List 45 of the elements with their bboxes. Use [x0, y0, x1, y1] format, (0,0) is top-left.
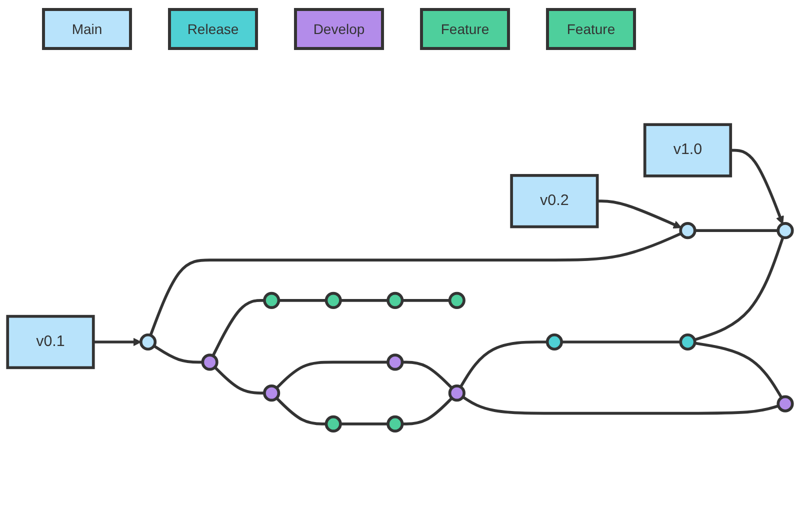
node-circle: [546, 334, 563, 351]
node-circle: [386, 292, 404, 310]
connector: [694, 237, 784, 342]
legend-swatch: Feature: [420, 8, 510, 50]
arrow: [730, 148, 784, 224]
node-circle: [263, 292, 280, 310]
node-circle: [201, 354, 218, 371]
node-box: v0.2: [510, 174, 599, 228]
connector: [153, 344, 203, 364]
connector: [340, 299, 388, 302]
node-box: v0.1: [6, 315, 95, 370]
connector: [149, 232, 682, 336]
connector: [694, 342, 783, 399]
connector: [402, 397, 453, 426]
node-circle: [776, 395, 794, 412]
connector: [459, 340, 548, 388]
connector: [402, 360, 453, 390]
node-circle: [386, 354, 404, 371]
node-circle: [776, 222, 794, 240]
connector: [562, 340, 681, 344]
node-circle: [679, 334, 696, 351]
connector: [402, 299, 450, 302]
connector: [214, 366, 264, 395]
connector: [462, 396, 779, 415]
connector: [278, 299, 326, 302]
node-circle: [386, 416, 404, 433]
legend-swatch: Feature: [546, 8, 636, 50]
node-circle: [448, 292, 466, 310]
connector: [212, 299, 264, 357]
legend-swatch: Release: [168, 8, 258, 50]
arrow: [597, 200, 682, 229]
node-circle: [139, 334, 157, 351]
connector: [694, 229, 778, 232]
node-circle: [324, 416, 342, 433]
node-box: v1.0: [643, 123, 732, 178]
node-circle: [263, 384, 280, 402]
node-circle: [324, 292, 342, 310]
legend-swatch: Develop: [294, 8, 384, 50]
node-circle: [679, 222, 696, 240]
legend-swatch: Main: [42, 8, 132, 50]
connector: [276, 397, 326, 426]
connector: [276, 360, 388, 390]
connector: [340, 422, 388, 426]
arrow: [93, 338, 142, 346]
node-circle: [448, 384, 466, 402]
